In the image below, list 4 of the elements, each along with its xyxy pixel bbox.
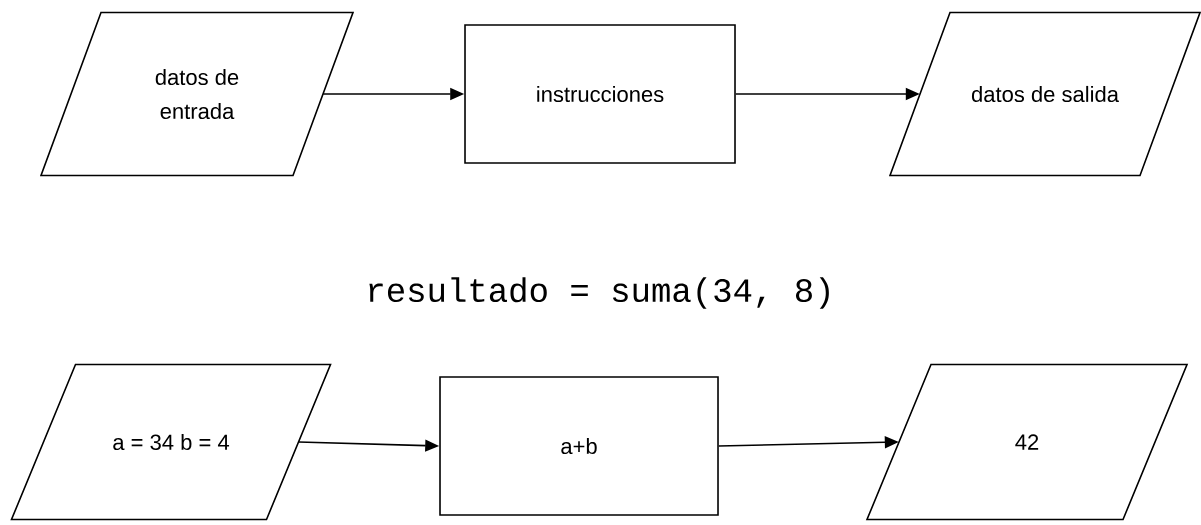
code-line: resultado = suma(34, 8) — [369, 277, 829, 309]
input-output-parallelogram: a = 34 b = 4 — [10, 363, 332, 521]
process-box: a+b — [439, 376, 719, 516]
process-box: instrucciones — [464, 24, 736, 164]
